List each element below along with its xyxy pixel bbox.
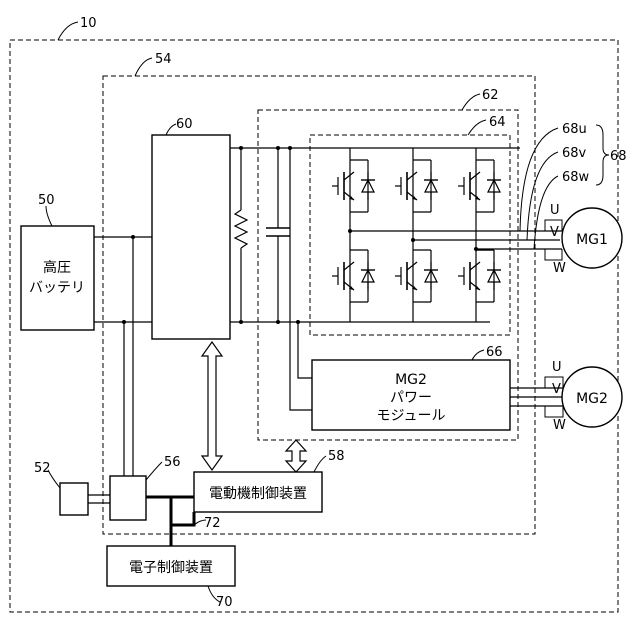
mg2-bracket-w (545, 406, 563, 417)
ref-70: 70 (216, 595, 233, 610)
leader-54 (135, 58, 152, 76)
mg2-module-line3: モジュール (376, 408, 445, 424)
battery-label-line1: 高圧 (43, 259, 71, 276)
leader-58 (314, 456, 326, 472)
ecu-label: 電子制御装置 (129, 560, 213, 576)
mg2-phase-w: W (553, 418, 566, 433)
mg2-module-line2: パワー (390, 390, 432, 406)
igbt-icon (458, 172, 480, 200)
node-v (411, 238, 415, 242)
ref-10: 10 (80, 16, 97, 31)
mg2-module-line1: MG2 (395, 372, 427, 388)
leader-64 (468, 120, 486, 135)
comm-line-72b (171, 512, 194, 525)
double-arrow-converter-ecu (202, 342, 222, 470)
ref-54: 54 (155, 52, 172, 67)
ref-64: 64 (489, 115, 506, 130)
ref-50: 50 (38, 193, 55, 208)
leader-50 (46, 206, 52, 226)
igbt-icon (332, 262, 354, 290)
ref-68: 68 (610, 149, 627, 164)
switching-module-boundary (310, 135, 510, 335)
boost-converter-box (152, 135, 230, 339)
system-boundary (10, 40, 618, 612)
igbt-icon (395, 262, 417, 290)
resistor-icon (235, 148, 247, 322)
mg1-phase-w: W (553, 261, 566, 276)
leader-62 (462, 94, 480, 110)
mg1-phase-v: V (550, 225, 559, 240)
brace-68 (596, 125, 609, 185)
node-w (474, 247, 478, 251)
mg-ecu-label: 電動機制御装置 (209, 486, 307, 502)
double-arrow-inverter-ecu (286, 440, 306, 472)
leader-10 (58, 22, 78, 40)
capacitor-icon (266, 148, 290, 322)
unit-56-box (110, 476, 146, 520)
ref-52: 52 (34, 461, 51, 476)
igbt-icon (458, 262, 480, 290)
ref-58: 58 (328, 449, 345, 464)
igbt-icon (332, 172, 354, 200)
leader-60 (166, 124, 176, 135)
ref-72: 72 (204, 516, 221, 531)
inverter-bridge (350, 148, 494, 322)
leader-66 (472, 350, 484, 360)
battery-label-line2: バッテリ (29, 280, 85, 296)
wire-mg2-feed-pos (290, 148, 312, 410)
phase-bracket-w (545, 249, 562, 260)
leader-56 (146, 462, 162, 480)
igbt-icon (395, 172, 417, 200)
node-u (348, 229, 352, 233)
sensor-box (60, 483, 88, 515)
mg2-phase-v: V (552, 382, 561, 397)
ref-62: 62 (482, 88, 499, 103)
mg2-phase-u: U (552, 360, 562, 375)
battery-box (21, 226, 94, 330)
ref-68w: 68w (562, 170, 590, 185)
ref-68v: 68v (562, 146, 587, 161)
ref-68u: 68u (562, 122, 587, 137)
mg2-label: MG2 (576, 391, 608, 407)
ref-60: 60 (176, 117, 193, 132)
mg1-label: MG1 (576, 232, 608, 248)
ref-56: 56 (164, 455, 181, 470)
mg1-phase-u: U (550, 203, 560, 218)
ref-66: 66 (486, 345, 503, 360)
